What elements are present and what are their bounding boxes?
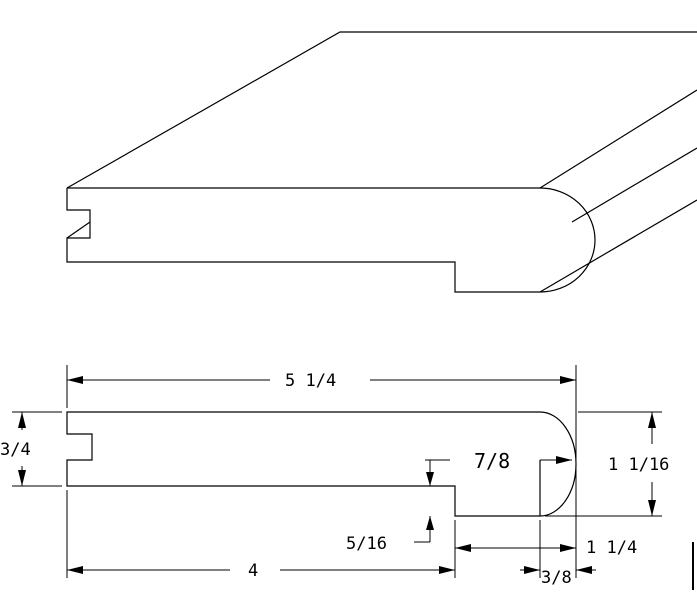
isometric-view	[66, 31, 697, 293]
iso-top-back-edge	[66, 31, 697, 189]
dim-nose-projection-label: 1 1/4	[586, 538, 637, 558]
iso-front-profile	[66, 187, 596, 293]
dim-base-arrow-right	[439, 566, 455, 574]
profile-outline	[66, 411, 577, 517]
dim-nose-radius-offset-label: 3/8	[541, 568, 572, 588]
dim-proj-arrow-left	[455, 544, 471, 552]
iso-groove-diagonal	[66, 221, 91, 239]
dim-thick-arrow-top	[18, 412, 26, 428]
dim-nose-depth-label: 7/8	[474, 449, 510, 473]
iso-nose-top-edge	[539, 89, 697, 189]
dim-step-arrow-bottom	[426, 516, 434, 530]
dim-base-width-label: 4	[248, 561, 258, 581]
dim-nose-depth-arrow	[556, 456, 572, 464]
iso-nose-bottom-edge	[539, 199, 697, 293]
dim-overall-arrow-left	[67, 376, 83, 384]
dimension-lines: 5 1/4 3/4 1 1/16 7/8 5/16 1 1/	[0, 365, 694, 590]
dim-step-arrow-top	[426, 472, 434, 486]
dim-proj-arrow-right	[560, 544, 576, 552]
dim-base-arrow-left	[67, 566, 83, 574]
iso-nose-side-edge	[571, 147, 697, 223]
dim-thick-arrow-bottom	[18, 470, 26, 486]
dim-nose-height-label: 1 1/16	[608, 455, 669, 475]
dim-overall-arrow-right	[560, 376, 576, 384]
dim-thickness-label: 3/4	[0, 440, 31, 460]
profile-view	[66, 411, 577, 517]
dim-nose-h-arrow-bottom	[648, 500, 656, 516]
dim-38-arrow-left	[524, 566, 540, 574]
dim-overall-width-label: 5 1/4	[285, 371, 336, 391]
dim-nose-h-arrow-top	[648, 412, 656, 428]
dim-step-height-label: 5/16	[346, 534, 387, 554]
dim-38-arrow-right	[576, 566, 592, 574]
